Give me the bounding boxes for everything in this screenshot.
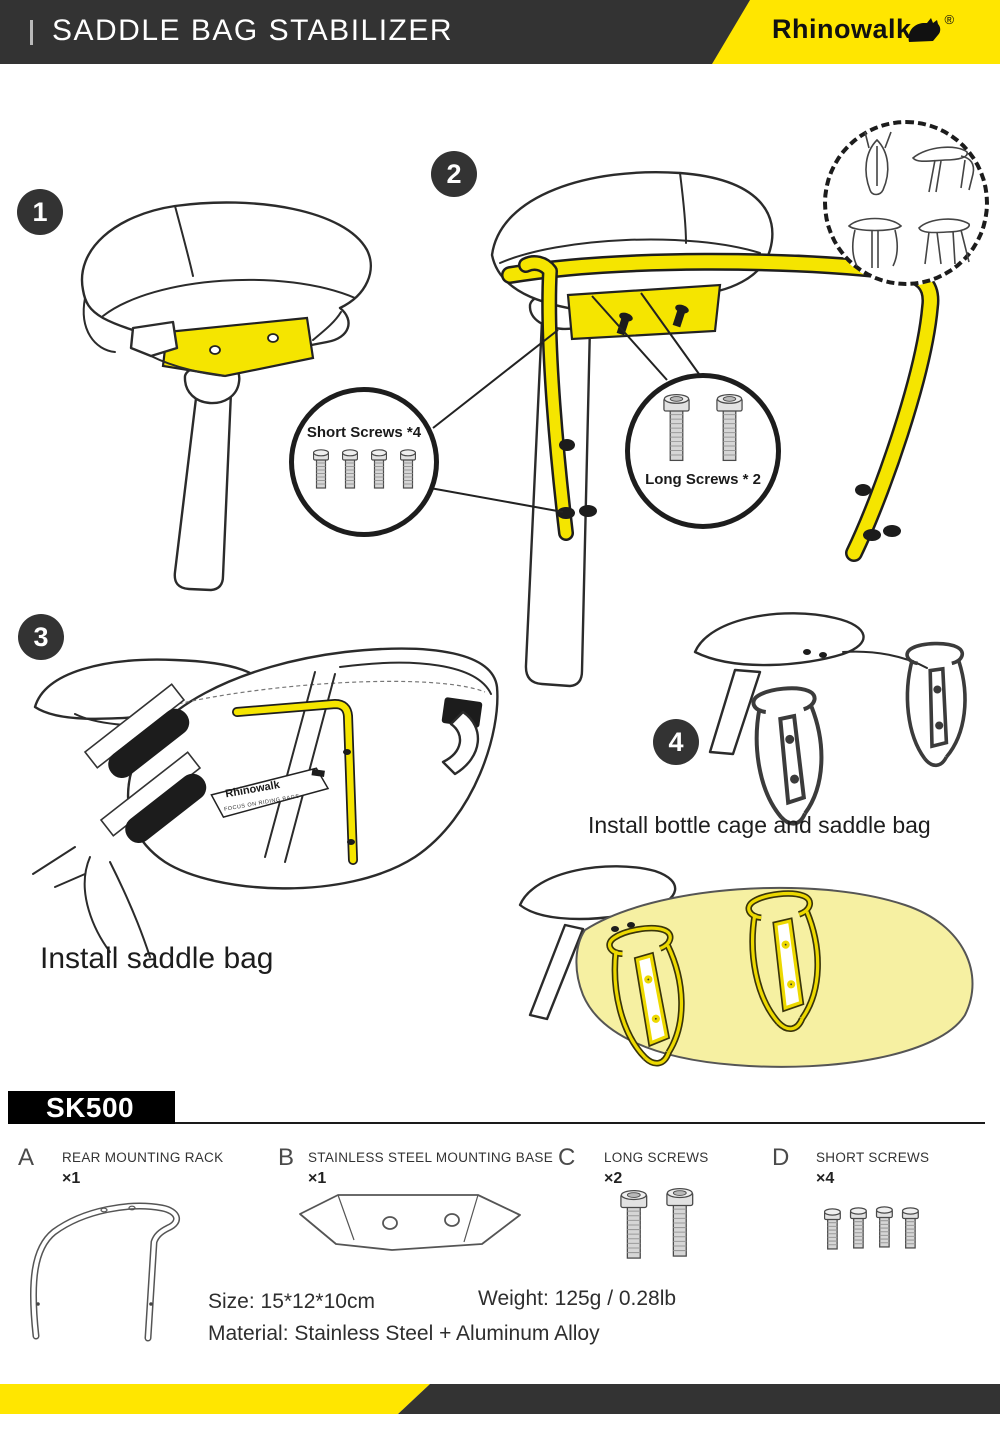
part-c-screws-drawing xyxy=(620,1188,694,1259)
long-screws-icons xyxy=(663,394,743,464)
header-accent-shape xyxy=(712,0,1000,64)
part-d-screws-drawing xyxy=(824,1206,919,1250)
registered-mark: ® xyxy=(944,12,955,27)
spec-size: Size: 15*12*10cm xyxy=(208,1290,375,1313)
step2-number: 2 xyxy=(446,158,462,189)
step1-saddle-seatpost-illustration xyxy=(80,201,372,592)
part-b-base-drawing xyxy=(299,1194,521,1251)
step3-caption: Install saddle bag xyxy=(40,942,274,975)
part-c-qty: ×2 xyxy=(604,1170,623,1187)
brand-logo-text: Rhinowalk xyxy=(772,14,912,44)
short-screw-icon xyxy=(312,449,329,489)
step4-caption: Install bottle cage and saddle bag xyxy=(588,812,931,838)
part-b-name: STAINLESS STEEL MOUNTING BASE xyxy=(308,1150,554,1165)
step4-final-assembly-illustration xyxy=(518,865,974,1090)
part-c-letter: C xyxy=(558,1144,576,1171)
part-d-qty: ×4 xyxy=(816,1170,835,1187)
saddle-types-sketches xyxy=(847,131,975,268)
brand-logo: Rhinowalk ® xyxy=(772,12,954,44)
step3-number: 3 xyxy=(33,621,49,652)
short-screws-label: Short Screws *4 xyxy=(306,424,422,441)
part-d-letter: D xyxy=(772,1144,790,1171)
footer-accent-yellow xyxy=(0,1384,430,1414)
step1-number: 1 xyxy=(32,196,48,227)
long-screw-icon xyxy=(663,394,690,462)
step1-badge: 1 xyxy=(17,189,63,235)
step4-bottle-cage-illustration xyxy=(693,612,967,828)
model-underline xyxy=(175,1122,985,1124)
part-a-rack-drawing xyxy=(29,1202,180,1342)
step3-badge: 3 xyxy=(18,614,64,660)
long-screws-label: Long Screws * 2 xyxy=(645,471,761,488)
short-screw-icon xyxy=(370,449,387,489)
spec-weight: Weight: 125g / 0.28lb xyxy=(478,1287,677,1310)
short-screws-icons xyxy=(312,449,416,491)
part-a-name: REAR MOUNTING RACK xyxy=(62,1150,224,1165)
short-screws-callout: Short Screws *4 xyxy=(289,387,439,537)
short-screw-icon xyxy=(399,449,416,489)
saddle-types-detail-circle xyxy=(823,120,989,286)
long-screws-callout: Long Screws * 2 xyxy=(625,373,781,529)
long-screw-icon xyxy=(716,394,743,462)
header-bar: SADDLE BAG STABILIZER Rhinowalk ® xyxy=(0,0,1000,64)
short-screw-icon xyxy=(341,449,358,489)
step4-badge: 4 xyxy=(653,719,699,765)
title-divider xyxy=(30,20,33,45)
step3-saddle-bag-illustration: Rhinowalk FOCUS ON RIDING BAGS xyxy=(32,647,499,958)
footer-accent-dark xyxy=(398,1384,1000,1414)
model-label: SK500 xyxy=(46,1091,135,1123)
part-b-qty: ×1 xyxy=(308,1170,327,1187)
step4-number: 4 xyxy=(668,726,684,757)
part-c-name: LONG SCREWS xyxy=(604,1150,709,1165)
model-label-box: SK500 xyxy=(8,1091,175,1124)
page-title: SADDLE BAG STABILIZER xyxy=(52,14,454,47)
part-a-letter: A xyxy=(18,1144,35,1171)
part-d-name: SHORT SCREWS xyxy=(816,1150,930,1165)
rhino-icon xyxy=(908,18,940,42)
part-a-qty: ×1 xyxy=(62,1170,81,1187)
step2-badge: 2 xyxy=(431,151,477,197)
spec-material: Material: Stainless Steel + Aluminum All… xyxy=(208,1322,600,1345)
part-b-letter: B xyxy=(278,1144,295,1171)
